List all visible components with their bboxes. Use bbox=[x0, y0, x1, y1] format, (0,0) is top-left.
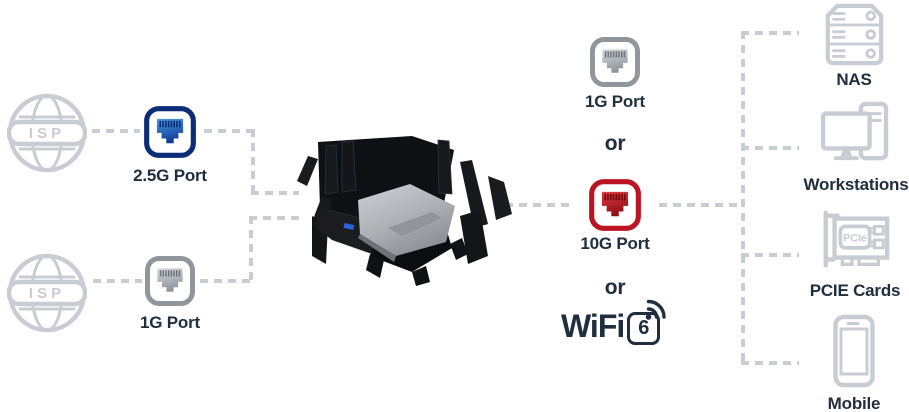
rog-logo bbox=[388, 212, 442, 236]
wifi6-logo: WiFi 6 bbox=[561, 299, 666, 345]
nas-icon bbox=[824, 3, 885, 71]
connector-10g-to-trunk bbox=[659, 203, 743, 207]
router-led bbox=[343, 223, 355, 230]
workstations-label: Workstations bbox=[803, 175, 909, 194]
port-1g-left-label: 1G Port bbox=[139, 313, 200, 332]
isp-globe-top-icon: ISP bbox=[6, 93, 88, 178]
or-bottom-label: or bbox=[604, 276, 626, 299]
wifi6-badge: 6 bbox=[627, 299, 666, 345]
pcie-chip-text: PCIe bbox=[843, 232, 867, 244]
connector-trunk-vertical bbox=[741, 31, 745, 365]
isp-bottom-label: ISP bbox=[29, 285, 65, 302]
nas-label: NAS bbox=[836, 70, 872, 89]
workstations-icon bbox=[820, 101, 892, 168]
connector-router-to-10g bbox=[505, 203, 573, 207]
connector-branch-pcie bbox=[741, 253, 799, 257]
mobile-label: Mobile bbox=[827, 394, 881, 412]
wifi-waves-icon bbox=[645, 299, 666, 320]
port-2-5g-icon bbox=[141, 104, 199, 165]
wifi6-number: 6 bbox=[638, 316, 650, 339]
connector-branch-mobile bbox=[741, 361, 799, 365]
connector-1g-to-router bbox=[249, 216, 299, 220]
router-illustration bbox=[292, 136, 514, 299]
connector-branch-nas bbox=[741, 31, 799, 35]
port-1g-right-icon bbox=[588, 35, 642, 94]
connector-25g-to-router bbox=[251, 191, 299, 195]
pcie-card-icon: PCIe bbox=[818, 209, 892, 278]
mobile-phone-icon bbox=[832, 314, 876, 393]
connector-isp-bottom-to-1g bbox=[93, 279, 142, 283]
port-1g-right-label: 1G Port bbox=[584, 92, 645, 111]
or-top-label: or bbox=[604, 132, 626, 155]
port-1g-left-icon bbox=[143, 254, 197, 313]
connector-25g-out bbox=[204, 129, 256, 133]
connector-1g-out bbox=[200, 279, 254, 283]
connector-25g-down bbox=[251, 129, 255, 193]
port-10g-label: 10G Port bbox=[580, 234, 650, 253]
port-2-5g-label: 2.5G Port bbox=[133, 166, 207, 185]
isp-globe-bottom-icon: ISP bbox=[6, 253, 88, 338]
pcie-cards-label: PCIE Cards bbox=[809, 281, 901, 300]
isp-top-label: ISP bbox=[29, 125, 65, 142]
connector-isp-top-to-25g bbox=[92, 129, 140, 133]
connector-branch-workstations bbox=[741, 146, 799, 150]
wifi-word: WiFi bbox=[561, 308, 625, 344]
port-10g-icon bbox=[587, 177, 643, 238]
connector-1g-up bbox=[249, 216, 253, 283]
